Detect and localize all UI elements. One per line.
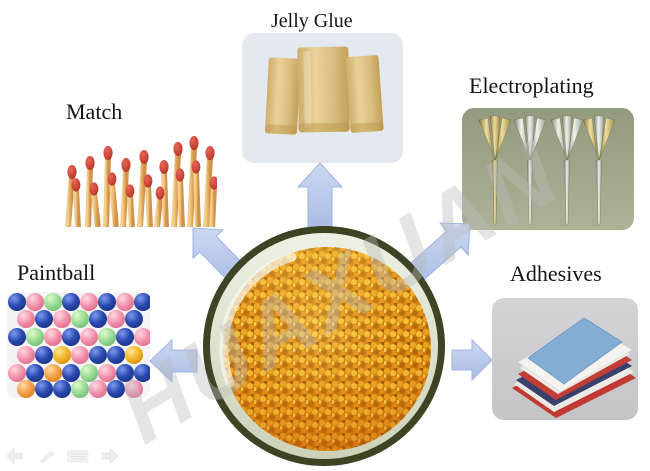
toolbar-arrow-right-icon [101,448,119,464]
label-adhesives: Adhesives [510,261,602,286]
label-electroplating: Electroplating [469,73,594,98]
toolbar-pencil-icon [39,450,55,463]
granules-bowl [202,225,446,471]
label-paintball: Paintball [17,260,96,285]
paintball-photo [7,292,150,398]
toolbar-arrow-left-icon [6,448,23,464]
arrow-up-right-icon [404,222,471,285]
arrow-up-icon [296,162,344,228]
arrow-left-icon [149,338,198,384]
editor-toolbar [6,448,119,464]
label-match: Match [66,99,123,124]
arrow-right-icon [451,338,493,382]
label-jelly-glue: Jelly Glue [271,10,353,32]
jelly-glue-photo [242,33,403,163]
electroplating-photo [462,108,634,230]
adhesives-photo [492,298,638,420]
match-photo [60,126,217,227]
